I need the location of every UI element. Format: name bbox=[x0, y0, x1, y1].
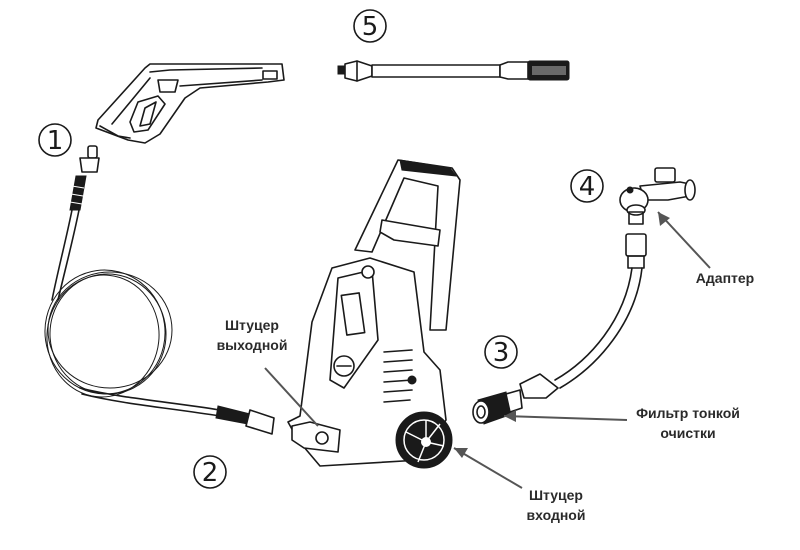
callout-adapter: Адаптер bbox=[696, 270, 754, 286]
part-number-5: 5 bbox=[353, 9, 387, 43]
filter bbox=[472, 389, 523, 425]
callout-adapter-label: Адаптер bbox=[696, 270, 754, 286]
callout-inlet: Штуцер входной bbox=[527, 487, 586, 523]
callout-inlet-line2: входной bbox=[527, 507, 586, 523]
pressure-washer-body bbox=[287, 159, 461, 469]
high-pressure-hose bbox=[44, 145, 275, 435]
callout-inlet-line1: Штуцер bbox=[529, 487, 583, 503]
inlet-leader-line bbox=[453, 447, 523, 489]
part-number-2: 2 bbox=[193, 455, 227, 489]
leader-lines bbox=[264, 211, 711, 489]
svg-text:4: 4 bbox=[579, 172, 596, 202]
svg-text:3: 3 bbox=[493, 338, 510, 368]
adapter-arrowhead bbox=[658, 212, 670, 226]
lance bbox=[337, 60, 570, 82]
callout-filter: Фильтр тонкой очистки bbox=[636, 405, 740, 441]
svg-text:2: 2 bbox=[202, 458, 219, 488]
callout-filter-line1: Фильтр тонкой bbox=[636, 405, 740, 421]
spray-gun bbox=[95, 63, 285, 144]
outlet-leader-line bbox=[264, 367, 319, 427]
part-number-1: 1 bbox=[38, 123, 72, 157]
callout-outlet-line2: выходной bbox=[217, 337, 288, 353]
svg-text:5: 5 bbox=[362, 12, 379, 42]
filter-arrowhead bbox=[504, 410, 516, 422]
svg-text:1: 1 bbox=[47, 126, 64, 156]
filter-leader-line bbox=[503, 415, 628, 421]
inlet-hose bbox=[519, 233, 647, 399]
tap-adapter bbox=[619, 167, 696, 225]
callout-outlet: Штуцер выходной bbox=[217, 317, 288, 353]
inlet-arrowhead bbox=[454, 448, 468, 458]
adapter-leader-line bbox=[657, 211, 711, 269]
callout-outlet-line1: Штуцер bbox=[225, 317, 279, 333]
part-number-3: 3 bbox=[484, 335, 518, 369]
part-number-4: 4 bbox=[570, 169, 604, 203]
callout-filter-line2: очистки bbox=[660, 425, 715, 441]
